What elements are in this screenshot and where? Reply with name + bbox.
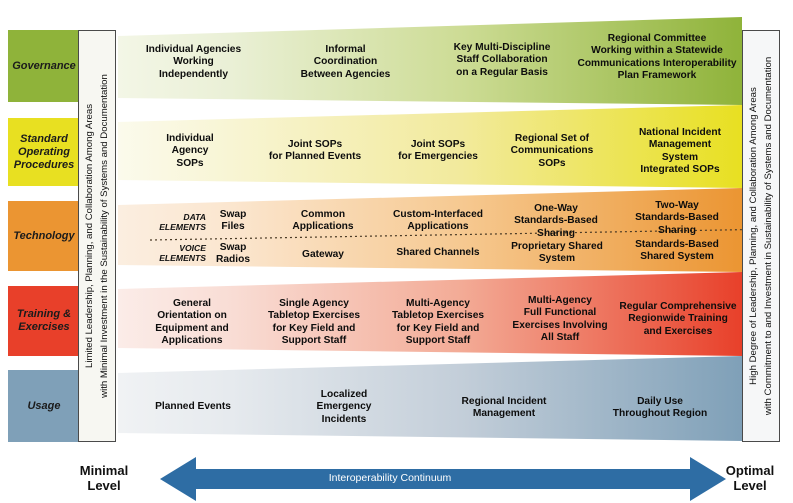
category-chip-training: Training &Exercises: [8, 286, 80, 356]
right-side-label-line2: with Commitment to and Investment in Sus…: [763, 56, 774, 416]
category-label-usage: Usage: [27, 399, 61, 412]
category-chip-technology: Technology: [8, 201, 80, 271]
right-side-label-box: High Degree of Leadership, Planning, and…: [742, 30, 780, 442]
data-voice-divider: [149, 228, 781, 241]
category-label-technology: Technology: [13, 229, 75, 242]
wedge-sop: [118, 105, 742, 188]
category-label-training: Training &Exercises: [16, 308, 72, 333]
category-label-governance: Governance: [12, 59, 76, 72]
cell-usage-1: Planned Events: [155, 401, 231, 412]
wedge-governance: [118, 17, 742, 105]
left-side-label-line2: with Minimal Investment in the Sustainab…: [99, 74, 110, 398]
left-side-label-line1: Limited Leadership, Planning, and Collab…: [84, 104, 95, 369]
continuum-arrow: [160, 457, 726, 501]
wedge-technology: [118, 188, 742, 272]
cell-technology-voice-3: Shared Channels: [396, 247, 480, 258]
right-side-label-line1: High Degree of Leadership, Planning, and…: [748, 87, 759, 385]
continuum-arrow-label: Interoperability Continuum: [328, 472, 452, 484]
category-chip-usage: Usage: [8, 370, 80, 442]
wedge-training: [118, 272, 742, 356]
category-chip-governance: Governance: [8, 30, 80, 102]
cell-technology-voice-2: Gateway: [302, 249, 344, 260]
wedge-usage: [118, 356, 742, 441]
right-side-label-text: High Degree of Leadership, Planning, and…: [746, 32, 776, 440]
left-side-label-text: Limited Leadership, Planning, and Collab…: [82, 32, 112, 440]
left-side-label-box: Limited Leadership, Planning, and Collab…: [78, 30, 116, 442]
